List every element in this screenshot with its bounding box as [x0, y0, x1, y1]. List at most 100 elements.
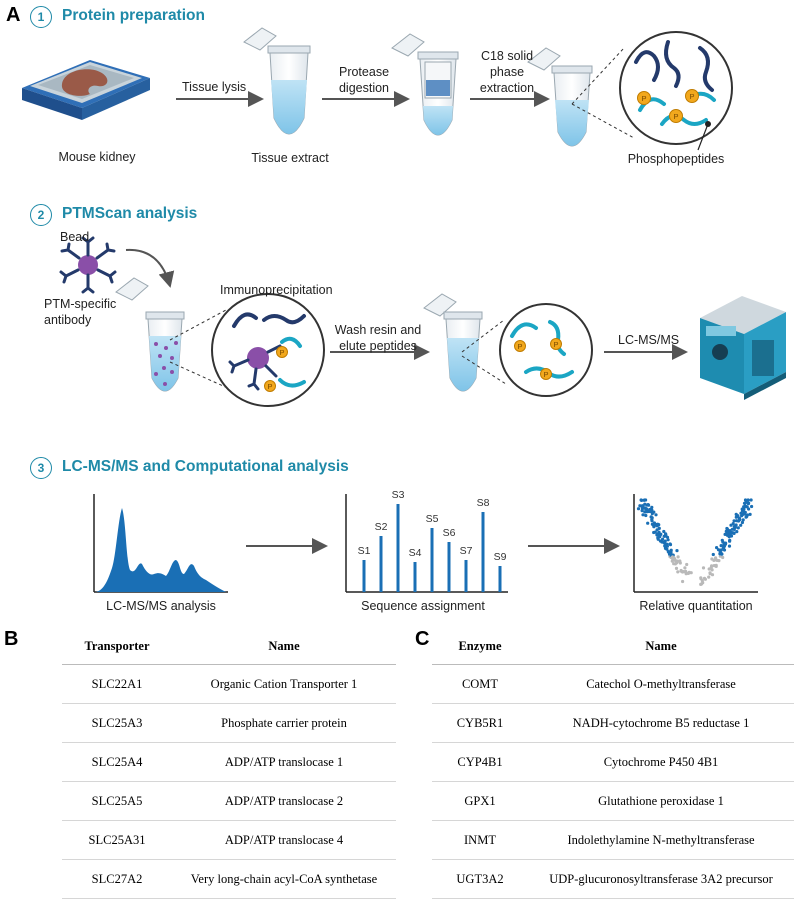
spectrum-peak: [464, 560, 468, 592]
volcano-point: [665, 535, 670, 539]
volcano-point: [710, 568, 714, 572]
volcano-point: [639, 498, 643, 502]
cell-name: ADP/ATP translocase 4: [172, 820, 396, 860]
volcano-point: [730, 527, 735, 531]
spectrum-peak-label: S1: [358, 545, 371, 557]
label-lcms-analysis: LC-MS/MS analysis: [106, 599, 216, 613]
step-title-1: Protein preparation: [62, 7, 205, 24]
spectrum-peak: [379, 536, 383, 592]
volcano-point: [636, 507, 641, 511]
volcano-point: [710, 573, 715, 577]
panel-label-c: C: [415, 628, 430, 650]
cell-id: COMT: [432, 664, 528, 704]
volcano-point: [669, 550, 673, 555]
volcano-plot: [633, 494, 758, 593]
volcano-point: [650, 522, 655, 526]
header-transporter: Transporter: [62, 628, 172, 665]
cell-name: Glutathione peroxidase 1: [528, 781, 794, 821]
header-name: Name: [172, 628, 396, 665]
volcano-point: [666, 550, 670, 554]
volcano-point: [735, 530, 739, 534]
spectrum-peak: [447, 542, 451, 592]
arrow-bead-to-tube: [125, 248, 175, 288]
phospho-label: P: [553, 340, 558, 349]
phospho-label: P: [267, 382, 272, 391]
cell-id: GPX1: [432, 781, 528, 821]
panel-label-a: A: [6, 4, 21, 26]
volcano-point: [714, 556, 718, 560]
volcano-point: [684, 572, 688, 576]
cell-id: CYP4B1: [432, 742, 528, 782]
cell-id: SLC25A31: [62, 820, 172, 860]
volcano-point: [703, 577, 708, 581]
volcano-point: [729, 523, 733, 527]
volcano-point: [661, 537, 665, 541]
volcano-point: [646, 503, 650, 507]
volcano-point: [641, 513, 645, 517]
volcano-point: [684, 569, 688, 573]
cell-id: INMT: [432, 820, 528, 860]
bead-antibody-icon: [59, 236, 117, 294]
cell-id: SLC25A5: [62, 781, 172, 821]
phosphopeptides-magnified-circle: [619, 31, 733, 145]
spectrum-peak: [498, 566, 502, 592]
volcano-point: [711, 552, 715, 557]
volcano-point: [725, 533, 730, 537]
volcano-point: [648, 509, 652, 513]
volcano-point: [740, 520, 745, 525]
volcano-point: [672, 562, 676, 566]
cell-id: SLC22A1: [62, 664, 172, 704]
volcano-point: [685, 562, 689, 567]
mass-spectrometer-icon: [700, 296, 786, 400]
volcano-point: [640, 504, 645, 508]
spectrum-peak-label: S6: [443, 527, 456, 539]
volcano-point: [744, 500, 748, 504]
volcano-point: [652, 525, 656, 529]
volcano-point: [742, 512, 747, 516]
cell-id: SLC27A2: [62, 859, 172, 899]
cell-name: Phosphate carrier protein: [172, 703, 396, 743]
phospho-label: P: [673, 112, 678, 121]
spectrum-peak-label: S8: [477, 497, 490, 509]
label-immunoprecipitation: Immunoprecipitation: [220, 283, 333, 297]
volcano-point: [658, 534, 662, 538]
volcano-point: [750, 504, 754, 509]
label-mouse-kidney: Mouse kidney: [58, 150, 136, 164]
phospho-label: P: [517, 342, 522, 351]
volcano-point: [747, 507, 751, 511]
volcano-point: [732, 531, 736, 535]
spectrum-peak-label: S7: [460, 545, 473, 557]
volcano-point: [734, 512, 738, 517]
volcano-point: [748, 512, 752, 517]
volcano-point: [716, 548, 721, 552]
volcano-point: [721, 555, 725, 560]
volcano-point: [735, 519, 739, 523]
volcano-point: [656, 537, 660, 541]
chromatogram-plot: [93, 494, 228, 593]
volcano-point: [663, 542, 667, 546]
cell-id: SLC25A3: [62, 703, 172, 743]
phospho-label: P: [689, 92, 694, 101]
label-lcms: LC-MS/MS: [618, 333, 680, 347]
spectrum-peak: [396, 504, 400, 592]
cell-id: CYB5R1: [432, 703, 528, 743]
volcano-point: [701, 581, 705, 585]
volcano-point: [720, 552, 724, 556]
volcano-point: [679, 568, 683, 573]
cell-name: Catechol O-methyltransferase: [528, 664, 794, 704]
label-tissue-extract: Tissue extract: [251, 151, 329, 165]
tube-icon-elution: [423, 293, 483, 392]
volcano-point: [736, 526, 740, 530]
header-enzyme: Enzyme: [432, 628, 528, 665]
